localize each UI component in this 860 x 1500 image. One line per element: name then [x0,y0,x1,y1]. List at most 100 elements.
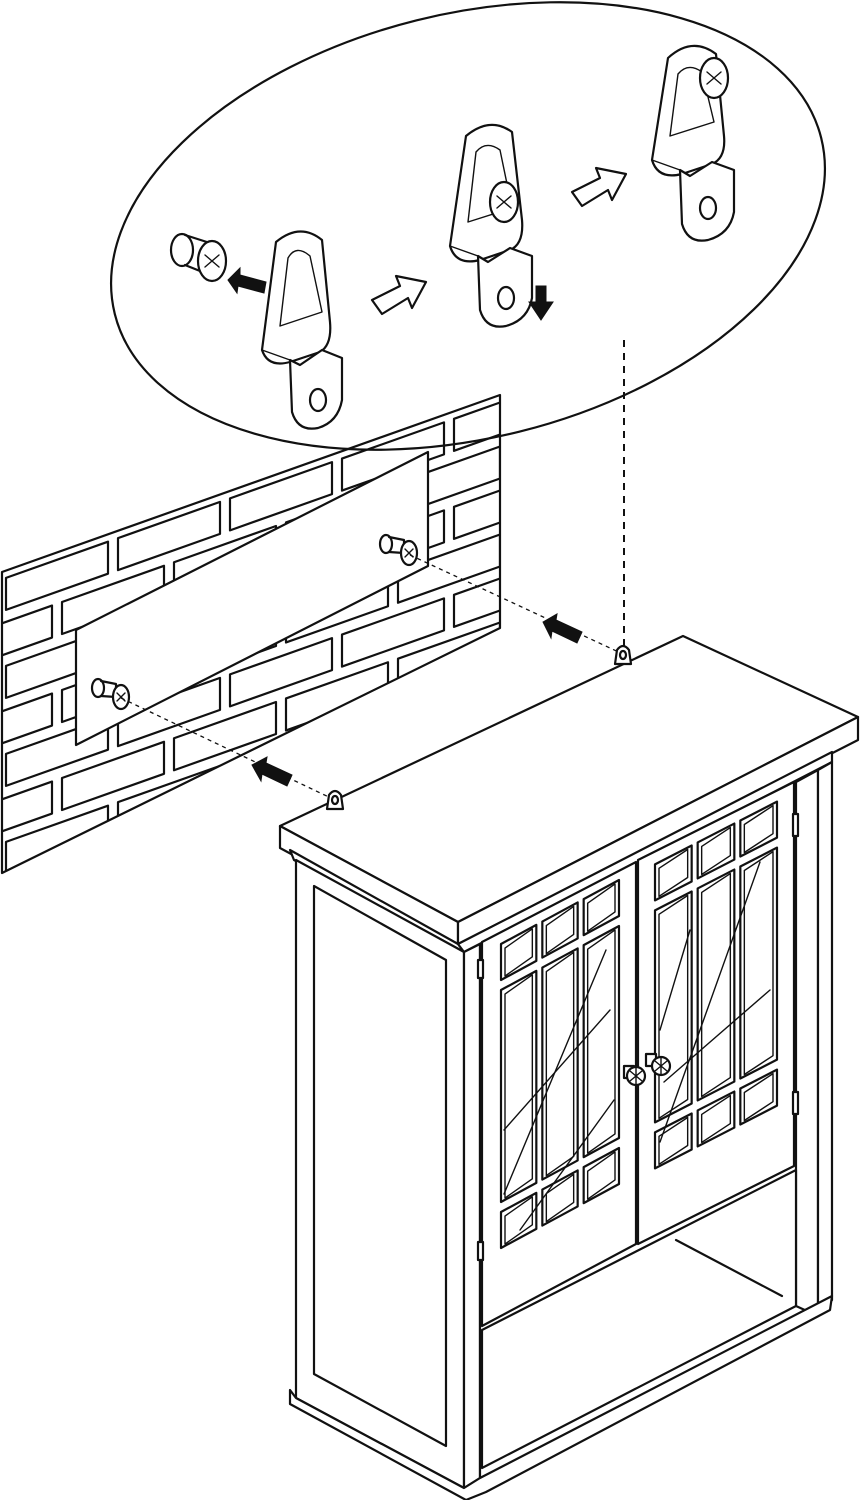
brick [2,780,54,851]
brick [452,395,500,452]
brick [566,343,668,411]
glass-pane-left [499,1191,538,1250]
brick [228,637,334,708]
brick [2,428,54,499]
brick [6,278,108,346]
brick [452,469,500,540]
cabinet-door-left [476,860,638,1328]
brick [172,395,278,420]
brick [116,412,222,484]
brick [60,740,166,812]
detail-callout [110,1,826,451]
glass-pane-left-inner [586,929,616,1154]
glass-pane-right-inner [700,872,732,1098]
glass-pane-right-inner [743,1072,774,1122]
door-knob-left [622,1064,647,1087]
brick [566,431,668,499]
glass-pane-right-inner [658,848,689,898]
brick [510,407,612,475]
brick [622,367,724,435]
brick [566,79,668,147]
brick [172,788,278,860]
brick [2,692,54,763]
hanger-bracket-left [325,789,345,811]
brick [452,557,500,628]
brick [284,661,390,732]
glass-pane-left [499,969,538,1204]
arrow-left-bracket-icon [251,756,293,787]
brick [340,597,446,668]
glass-pane-left-inner [504,928,534,977]
glass-pane-left [582,1146,621,1205]
brick [4,395,110,435]
glass-pane-left-inner [586,1151,616,1200]
glass-pane-right [653,844,693,902]
glass-pane-left [499,923,538,982]
glass-pane-right [653,1112,693,1170]
cabinet-door-right [636,780,800,1246]
brick [60,828,166,873]
glass-pane-right [739,1068,779,1126]
open-shelf [480,1168,798,1470]
brick [566,519,668,587]
cabinet [278,634,860,1500]
brick [116,500,222,572]
glass-pane-right-inner [658,894,689,1120]
glass-pane-left [541,947,579,1181]
solid-arrow-down-icon [528,285,554,321]
glass-pane-left-inner [586,883,616,932]
brick [2,516,54,587]
glass-pane-right-inner [743,850,774,1076]
brick [116,395,222,396]
glass-pane-left-inner [504,974,534,1199]
brick [4,540,110,611]
glass-pane-right [696,1090,736,1148]
brick [340,685,446,756]
brick [4,716,110,787]
glass-pane-right [653,890,693,1124]
brick [622,543,724,611]
alignment-line-left [120,697,336,801]
brick [510,143,612,211]
brick [60,395,166,460]
brick [396,533,500,604]
glass-pane-right-inner [658,1116,689,1166]
brick [62,302,164,370]
brick [622,279,724,347]
brick [396,395,500,428]
glass-pane-right [696,868,736,1102]
brick [172,436,278,508]
brick [174,262,276,330]
glass-pane-right [696,822,736,880]
brick [172,700,278,772]
brick [510,583,612,651]
brick [228,461,334,532]
brick [340,421,446,492]
outline-arrow-icon-2 [570,166,628,208]
brick [396,621,500,692]
hanger-locked-on-screw-icon [650,44,736,242]
brick [2,604,54,675]
glass-pane-right-inner [700,826,732,876]
brick [4,452,110,523]
glass-pane-right-inner [743,804,774,854]
glass-pane-left [541,901,579,959]
brick [566,255,668,323]
wall-screw-left [90,677,131,711]
glass-pane-left [582,878,621,937]
brick [510,495,612,563]
brick [60,476,166,548]
glass-pane-right-inner [700,1094,732,1144]
glass-pane-left-inner [504,1196,534,1245]
screw-seated-in-keyhole-icon [448,123,534,328]
screw-into-hanger-icon [169,230,344,430]
glass-pane-left [582,924,621,1159]
glass-pane-left [541,1169,579,1227]
alignment-line-right [409,554,626,656]
door-knob-right [644,1052,672,1077]
glass-pane-right [739,846,779,1080]
brick [342,158,444,226]
solid-arrow-left-icon [227,266,267,295]
brick [510,319,612,387]
